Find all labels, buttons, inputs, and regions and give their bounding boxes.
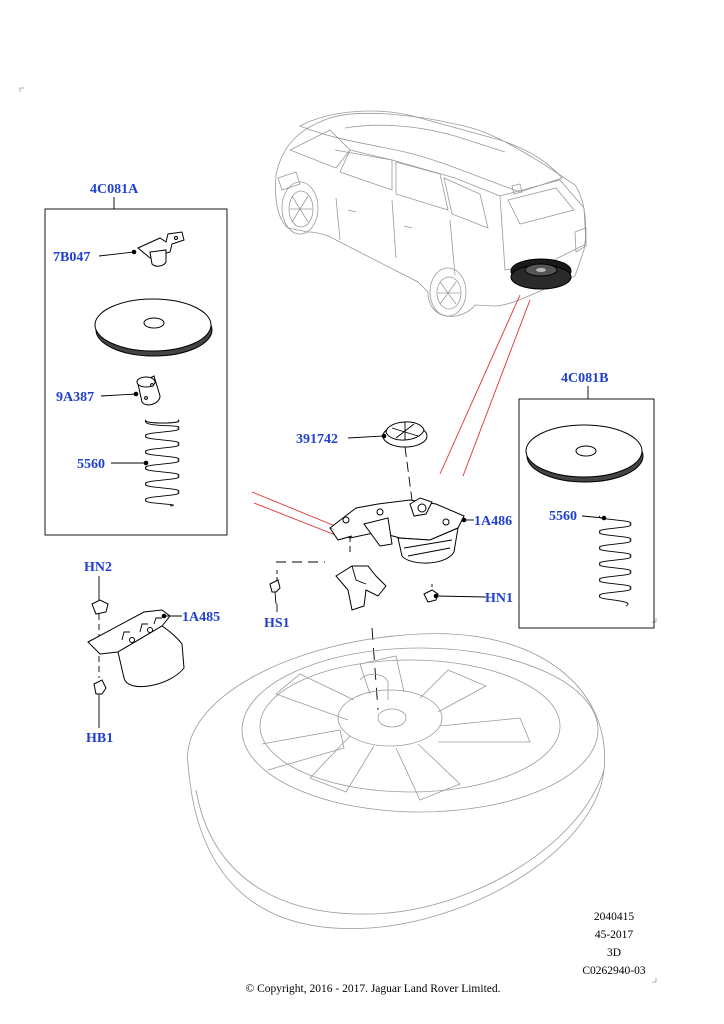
screw-label[interactable]: HS1 [264, 616, 290, 631]
bolt-label[interactable]: HB1 [86, 731, 113, 746]
cup-label[interactable]: 391742 [296, 432, 338, 447]
copyright-text: © Copyright, 2016 - 2017. Jaguar Land Ro… [246, 983, 501, 995]
nut-1-label[interactable]: HN1 [485, 591, 513, 606]
carrier-part [329, 497, 465, 564]
kit-a-frame [44, 208, 228, 536]
bolt-part [93, 656, 107, 710]
kit-b-spring-part [599, 515, 632, 607]
kit-b-spring-label[interactable]: 5560 [549, 509, 577, 524]
screw-part [269, 570, 281, 605]
kit-b-frame [518, 398, 655, 629]
kit-a-spring-part [145, 419, 180, 507]
zoom-lines [251, 294, 531, 537]
illustration-info: 2040415 45-2017 3D C0262940-03 [582, 911, 646, 977]
nut-2-label[interactable]: HN2 [84, 560, 112, 575]
carrier-label[interactable]: 1A486 [474, 514, 512, 529]
bracket-part [87, 609, 185, 688]
kit-a-plug-label[interactable]: 9A387 [56, 390, 94, 405]
kit-a-plug-part [136, 375, 161, 406]
illustration-view: 3D [607, 947, 621, 959]
bracket-label[interactable]: 1A485 [182, 610, 220, 625]
cup-part [382, 421, 428, 501]
illustration-date-code: 45-2017 [595, 929, 634, 941]
kit-a-spring-label[interactable]: 5560 [77, 457, 105, 472]
kit-a-bracket-part [137, 231, 185, 267]
lever-part [276, 536, 387, 711]
vehicle-illustration [275, 110, 587, 317]
kit-b-label[interactable]: 4C081B [561, 371, 608, 386]
kit-a-bracket-label[interactable]: 7B047 [53, 250, 90, 265]
kit-a-label[interactable]: 4C081A [90, 182, 139, 197]
illustration-catalog-code: C0262940-03 [582, 965, 646, 977]
kit-a-group: 4C081A 7B047 9A387 [44, 182, 228, 536]
kit-a-disc [94, 298, 213, 357]
illustration-number: 2040415 [594, 911, 635, 923]
kit-b-group: 4C081B 5560 [518, 371, 655, 629]
kit-b-disc [525, 424, 644, 483]
corner-marks [19, 87, 657, 983]
nut-1-part [423, 584, 439, 603]
spare-wheel-part [187, 633, 605, 930]
nut-2-part [91, 599, 109, 640]
